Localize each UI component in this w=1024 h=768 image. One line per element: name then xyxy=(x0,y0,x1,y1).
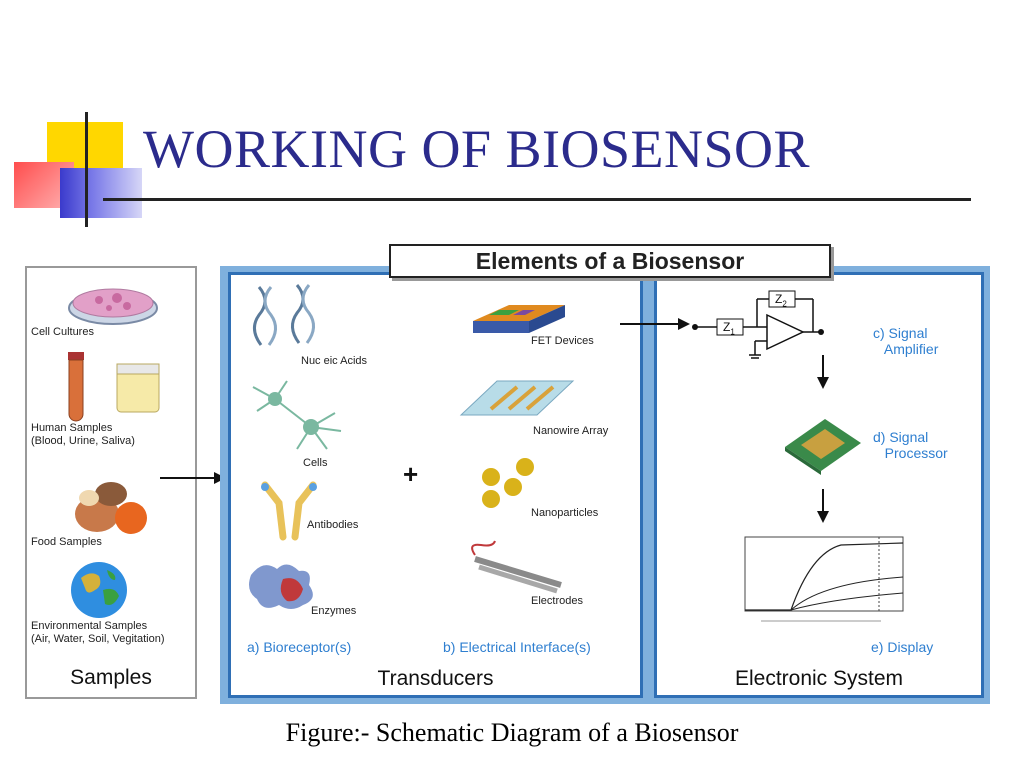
arrow-fet-to-amplifier xyxy=(620,318,690,330)
samples-panel: Cell Cultures Human Samples (Blood, Urin… xyxy=(25,266,197,699)
nanoparticles-icon xyxy=(482,458,534,508)
diagram-header: Elements of a Biosensor xyxy=(389,244,831,278)
fet-device-icon xyxy=(473,305,565,333)
electronic-system-title: Electronic System xyxy=(734,667,904,690)
interface-caption: b) Electrical Interface(s) xyxy=(443,639,591,655)
cell-icon xyxy=(252,380,342,450)
z2-letter: Z xyxy=(775,292,783,306)
transducers-panel: Nuc eic Acids Cells Antibodies Enzymes +… xyxy=(228,272,643,698)
z1-subscript: 1 xyxy=(730,327,735,337)
title-underline xyxy=(103,198,971,201)
bioreceptor-label-cells: Cells xyxy=(303,457,328,469)
plus-sign: + xyxy=(403,459,419,489)
display-graph-icon xyxy=(744,536,904,622)
sample-jar-icon xyxy=(116,363,160,413)
z2-subscript: 2 xyxy=(782,299,787,309)
signal-amplifier-label: c) Signal Amplifier xyxy=(873,325,939,357)
arrow-samples-to-transducers xyxy=(160,472,226,484)
title-ornament xyxy=(14,112,149,227)
interface-label-electrodes: Electrodes xyxy=(531,595,583,607)
samples-title: Samples xyxy=(70,666,152,689)
amplifier-circuit-icon xyxy=(692,290,824,359)
interface-label-nanoparticles: Nanoparticles xyxy=(531,507,599,519)
signal-processor-label: d) Signal Processor xyxy=(873,429,948,461)
sample-label-human: Human Samples (Blood, Urine, Saliva) xyxy=(31,422,135,447)
arrow-amplifier-to-processor xyxy=(817,355,829,389)
antibody-icon xyxy=(261,481,317,541)
sample-label-environmental: Environmental Samples (Air, Water, Soil,… xyxy=(31,620,165,645)
dna-icon xyxy=(253,284,315,346)
nanowire-array-icon xyxy=(459,380,575,416)
bioreceptor-label-antibodies: Antibodies xyxy=(307,519,359,531)
electronic-system-panel: Z1 Z2 c) Signal Amplifier d) Signal Proc… xyxy=(654,272,984,698)
test-tube-icon xyxy=(68,352,84,422)
enzyme-icon xyxy=(249,564,313,609)
slide-title: WORKING OF BIOSENSOR xyxy=(143,119,811,179)
electrodes-icon xyxy=(471,540,562,594)
sample-label-food: Food Samples xyxy=(31,536,102,548)
ornament-vertical-line xyxy=(85,112,88,227)
ornament-blue-square xyxy=(60,168,142,218)
z2-label: Z2 xyxy=(775,292,787,308)
arrow-processor-to-display xyxy=(817,489,829,523)
interface-label-fet: FET Devices xyxy=(531,335,594,347)
bioreceptor-caption: a) Bioreceptor(s) xyxy=(247,639,352,655)
sample-label-cell-cultures: Cell Cultures xyxy=(31,326,94,338)
display-label: e) Display xyxy=(871,639,934,655)
interface-label-nanowire: Nanowire Array xyxy=(533,425,609,437)
processor-chip-icon xyxy=(785,419,861,475)
globe-icon xyxy=(71,562,127,618)
z1-label: Z1 xyxy=(723,320,735,336)
transducers-title: Transducers xyxy=(377,667,494,690)
food-icon xyxy=(75,482,147,534)
petri-dish-icon xyxy=(68,288,158,325)
z1-letter: Z xyxy=(723,320,731,334)
bioreceptor-label-enzymes: Enzymes xyxy=(311,605,357,617)
bioreceptor-label-nucleic-acids: Nuc eic Acids xyxy=(301,355,368,367)
figure-caption: Figure:- Schematic Diagram of a Biosenso… xyxy=(285,718,739,747)
